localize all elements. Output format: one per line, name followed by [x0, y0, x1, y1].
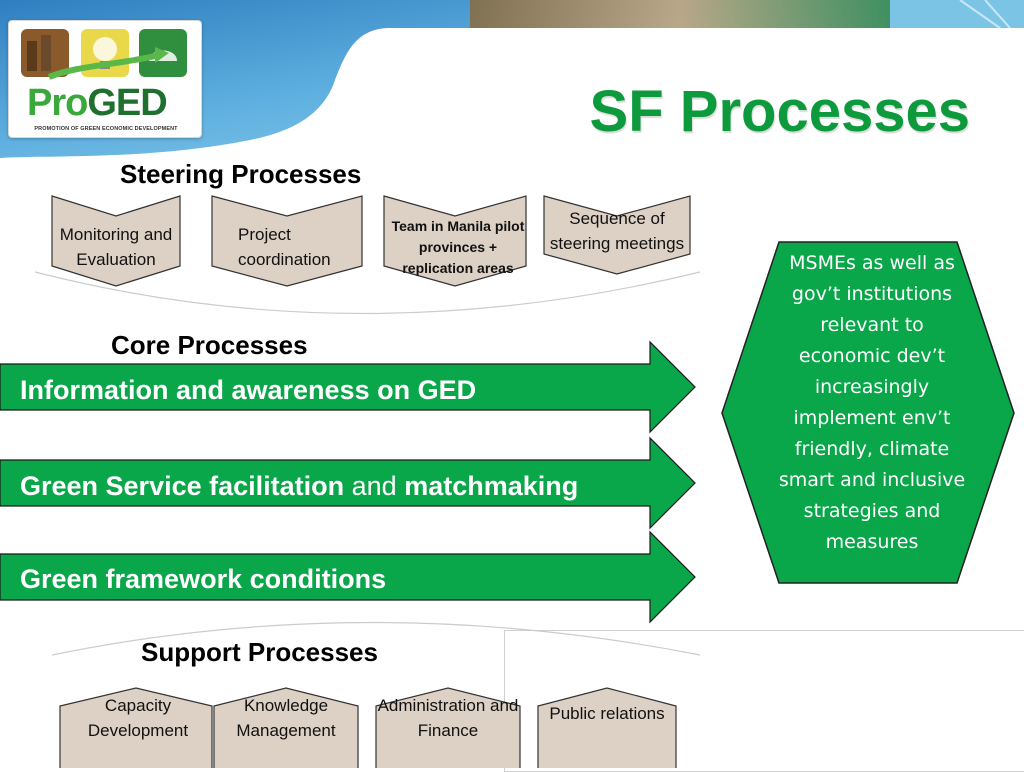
- core-arrow-2: [0, 436, 696, 530]
- support-shape-2: [213, 687, 359, 768]
- steering-item-coordination: Project coordination: [238, 225, 331, 269]
- steering-shape-1: [51, 195, 181, 287]
- logo-pro: Pro: [27, 82, 88, 124]
- steering-shape-4: [543, 195, 691, 275]
- logo-tagline: PROMOTION OF GREEN ECONOMIC DEVELOPMENT: [34, 126, 178, 132]
- page-title: SF Processes: [589, 79, 970, 144]
- support-item-administration: Administration and Finance: [377, 696, 519, 740]
- support-item-knowledge: Knowledge Management: [236, 696, 336, 740]
- outcome-hexagon: [721, 241, 1015, 584]
- core-arrow-label-part-1: Green Service facilitation: [20, 471, 345, 501]
- logo-ged: GED: [87, 82, 167, 124]
- steering-shape-3: [383, 195, 527, 287]
- support-item-public-relations: Public relations: [549, 703, 665, 723]
- core-arrow-label-framework: Green framework conditions: [20, 564, 387, 594]
- steering-shape-2: [211, 195, 363, 287]
- support-item-capacity: Capacity Development: [87, 696, 189, 740]
- support-heading: Support Processes: [141, 637, 378, 667]
- core-arrow-3: [0, 530, 696, 624]
- core-heading: Core Processes: [111, 330, 308, 360]
- outcome-text: MSMEs as well as gov’t institutions rele…: [778, 252, 966, 553]
- core-arrow-label-part-2: and: [344, 471, 405, 501]
- support-shape-3: [375, 687, 521, 768]
- logo-wordmark: ProGED: [27, 82, 168, 124]
- steering-item-monitoring: Monitoring and Evaluation: [59, 225, 173, 269]
- support-arc: [51, 621, 701, 656]
- core-arrow-label-green-service: Green Service facilitation and matchmaki…: [20, 470, 578, 502]
- core-arrow-label-information: Information and awareness on GED: [20, 375, 477, 405]
- steering-heading: Steering Processes: [120, 159, 362, 189]
- steering-arc: [34, 271, 701, 315]
- support-shape-1: [59, 687, 213, 768]
- support-shape-4: [537, 687, 677, 768]
- steering-item-team-manila: Team in Manila pilot provinces + replica…: [391, 217, 525, 276]
- core-arrow-1: [0, 340, 696, 434]
- proged-logo: ProGED PROMOTION OF GREEN ECONOMIC DEVEL…: [8, 20, 202, 138]
- steering-item-meetings: Sequence of steering meetings: [549, 209, 685, 253]
- core-arrow-label-part-3: matchmaking: [404, 471, 579, 501]
